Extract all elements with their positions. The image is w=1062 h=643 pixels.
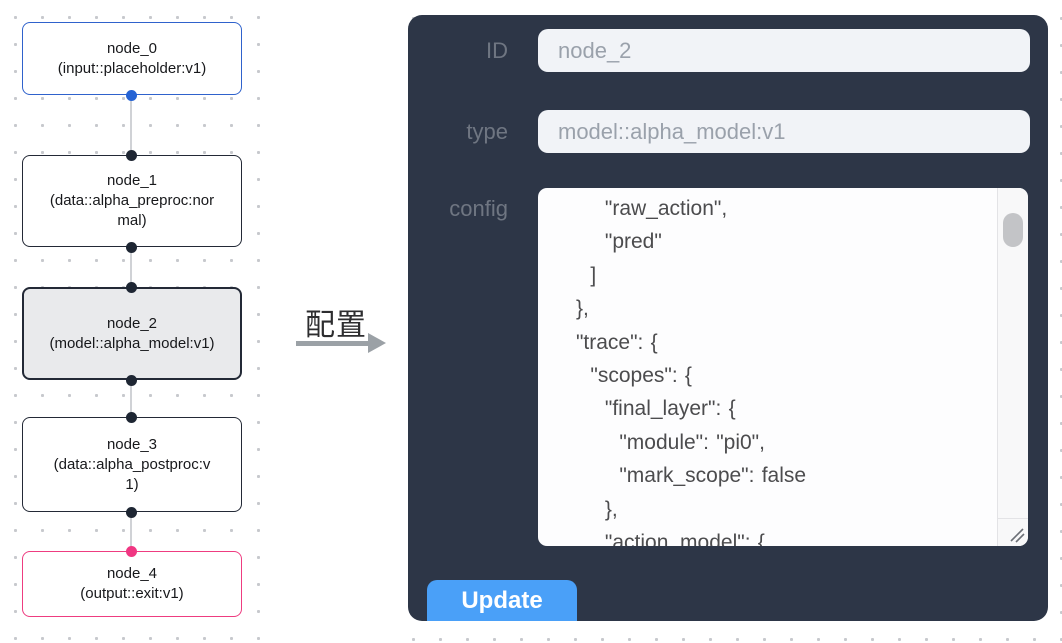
scrollbar-thumb[interactable]: [1003, 213, 1023, 247]
node-config-panel: ID type config "raw_action", "pred" ] },…: [408, 15, 1048, 621]
port-handle-node_2-in[interactable]: [125, 281, 137, 293]
port-handle-node_1-out[interactable]: [125, 241, 137, 253]
edge-line: [130, 247, 132, 287]
port-handle-node_0-out[interactable]: [125, 89, 137, 101]
node-node_3[interactable]: node_3 (data::alpha_postproc:v1): [22, 417, 242, 512]
arrow-right-icon: [296, 341, 370, 346]
port-handle-node_4-in[interactable]: [125, 545, 137, 557]
node-title: node_4: [106, 565, 158, 582]
port-handle-node_2-out[interactable]: [125, 374, 137, 386]
node-node_4[interactable]: node_4 (output::exit:v1): [22, 551, 242, 617]
port-handle-node_3-out[interactable]: [125, 506, 137, 518]
update-button[interactable]: Update: [427, 580, 577, 621]
config-json-text: "raw_action", "pred" ] }, "trace": { "sc…: [575, 197, 807, 546]
type-field-label: type: [466, 119, 508, 144]
config-editor[interactable]: "raw_action", "pred" ] }, "trace": { "sc…: [538, 188, 1028, 546]
config-field-label: config: [449, 196, 508, 221]
node-title: node_3: [106, 435, 158, 453]
edge-line: [130, 95, 132, 155]
node-subtitle: (data::alpha_postproc:v1): [53, 455, 211, 493]
edge-line: [130, 512, 132, 551]
node-subtitle: (output::exit:v1): [80, 585, 184, 602]
node-title: node_1: [106, 172, 158, 189]
id-field-label: ID: [486, 38, 508, 63]
id-input[interactable]: [538, 29, 1030, 72]
arrow-right-icon: [368, 333, 386, 353]
resize-handle-icon[interactable]: [997, 518, 1028, 546]
node-subtitle: (data::alpha_preproc:normal): [49, 192, 215, 229]
type-input[interactable]: [538, 110, 1030, 153]
node-subtitle: (model::alpha_model:v1): [49, 334, 215, 352]
edge-line: [130, 380, 132, 417]
node-title: node_2: [106, 314, 158, 332]
port-handle-node_3-in[interactable]: [125, 411, 137, 423]
node-title: node_0: [106, 39, 158, 57]
config-annotation-label: 配置: [305, 309, 367, 342]
port-handle-node_1-in[interactable]: [125, 149, 137, 161]
node-node_0[interactable]: node_0 (input::placeholder:v1): [22, 22, 242, 95]
node-node_2-selected[interactable]: node_2 (model::alpha_model:v1): [22, 287, 242, 380]
node-subtitle: (input::placeholder:v1): [57, 59, 207, 77]
flow-canvas[interactable]: node_0 (input::placeholder:v1) node_1 (d…: [0, 0, 270, 643]
node-node_1[interactable]: node_1 (data::alpha_preproc:normal): [22, 155, 242, 247]
scrollbar-track[interactable]: [997, 188, 1028, 518]
